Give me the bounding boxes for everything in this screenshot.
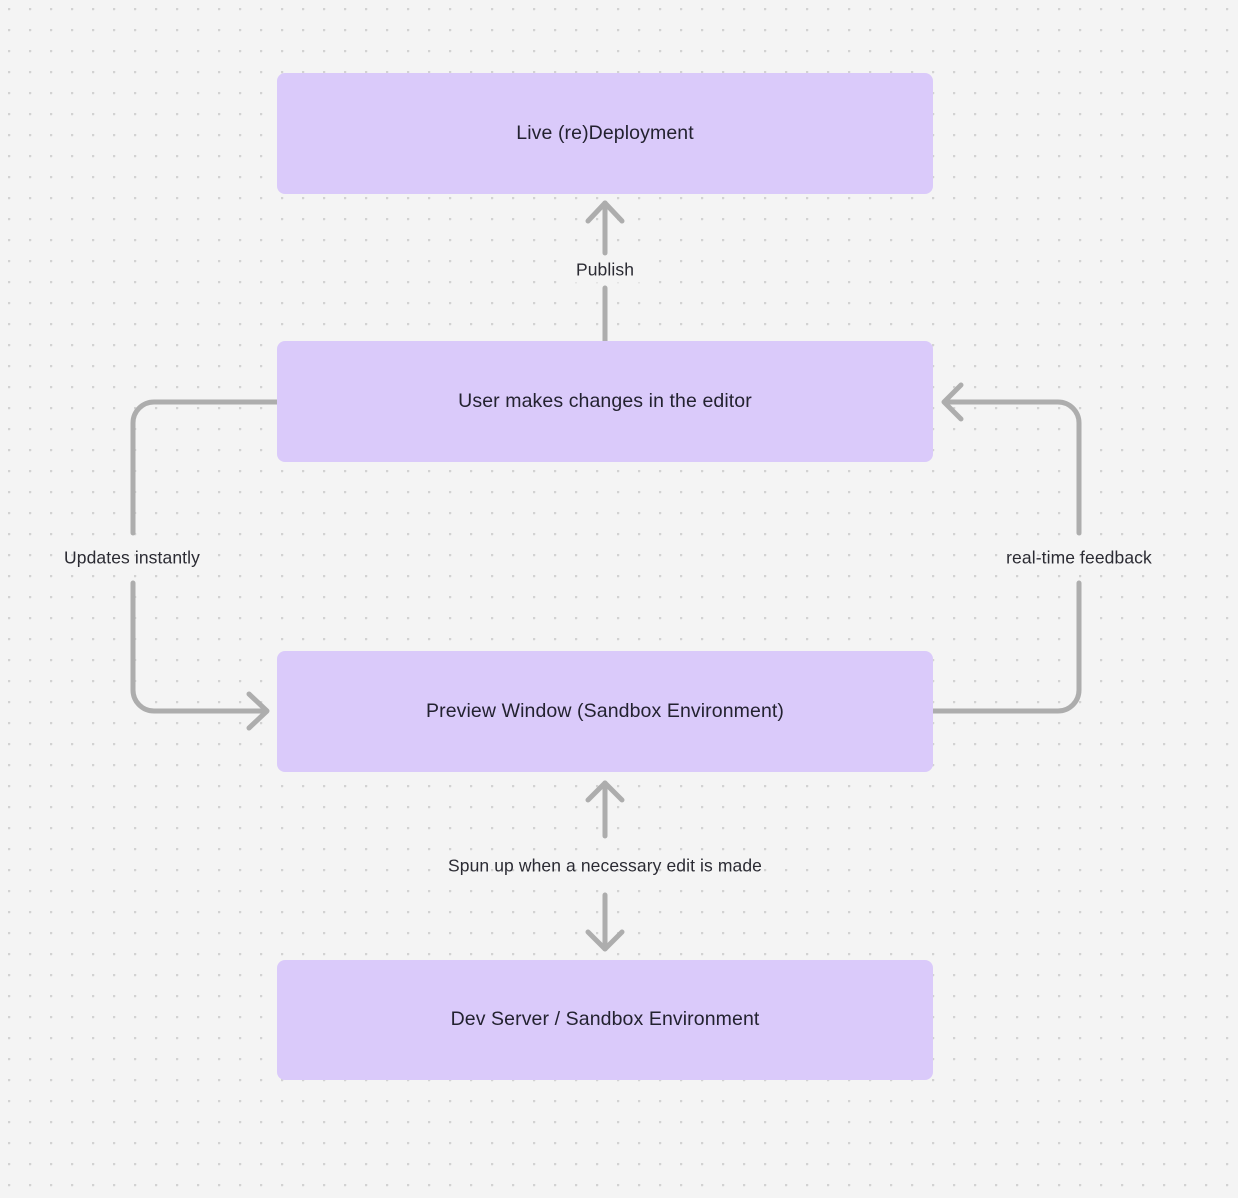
edge-label-publish: Publish: [568, 257, 642, 283]
edge-publish-arrowhead: [585, 200, 625, 224]
edge-updates-line-upper: [130, 399, 280, 536]
edge-label-updates-instantly: Updates instantly: [64, 547, 200, 568]
edge-spun-up-arrowhead-up: [585, 780, 625, 803]
edge-updates-line-lower: [130, 580, 269, 714]
edge-updates-arrowhead: [246, 691, 270, 731]
node-user-edits[interactable]: User makes changes in the editor: [277, 341, 933, 462]
node-live-deployment-label: Live (re)Deployment: [516, 121, 694, 144]
node-user-edits-label: User makes changes in the editor: [458, 389, 752, 412]
node-dev-server[interactable]: Dev Server / Sandbox Environment: [277, 960, 933, 1080]
edge-feedback-arrowhead: [941, 382, 964, 422]
edge-spun-up-arrowhead-down: [585, 929, 625, 952]
edge-label-spun-up: Spun up when a necessary edit is made: [447, 855, 763, 876]
node-preview-window[interactable]: Preview Window (Sandbox Environment): [277, 651, 933, 772]
node-dev-server-label: Dev Server / Sandbox Environment: [450, 1008, 760, 1031]
edge-feedback-line-lower: [930, 580, 1082, 714]
edge-label-real-time-feedback: real-time feedback: [1006, 547, 1152, 568]
node-preview-window-label: Preview Window (Sandbox Environment): [426, 699, 784, 722]
edge-feedback-line-upper: [942, 399, 1082, 536]
node-live-deployment[interactable]: Live (re)Deployment: [277, 73, 933, 194]
